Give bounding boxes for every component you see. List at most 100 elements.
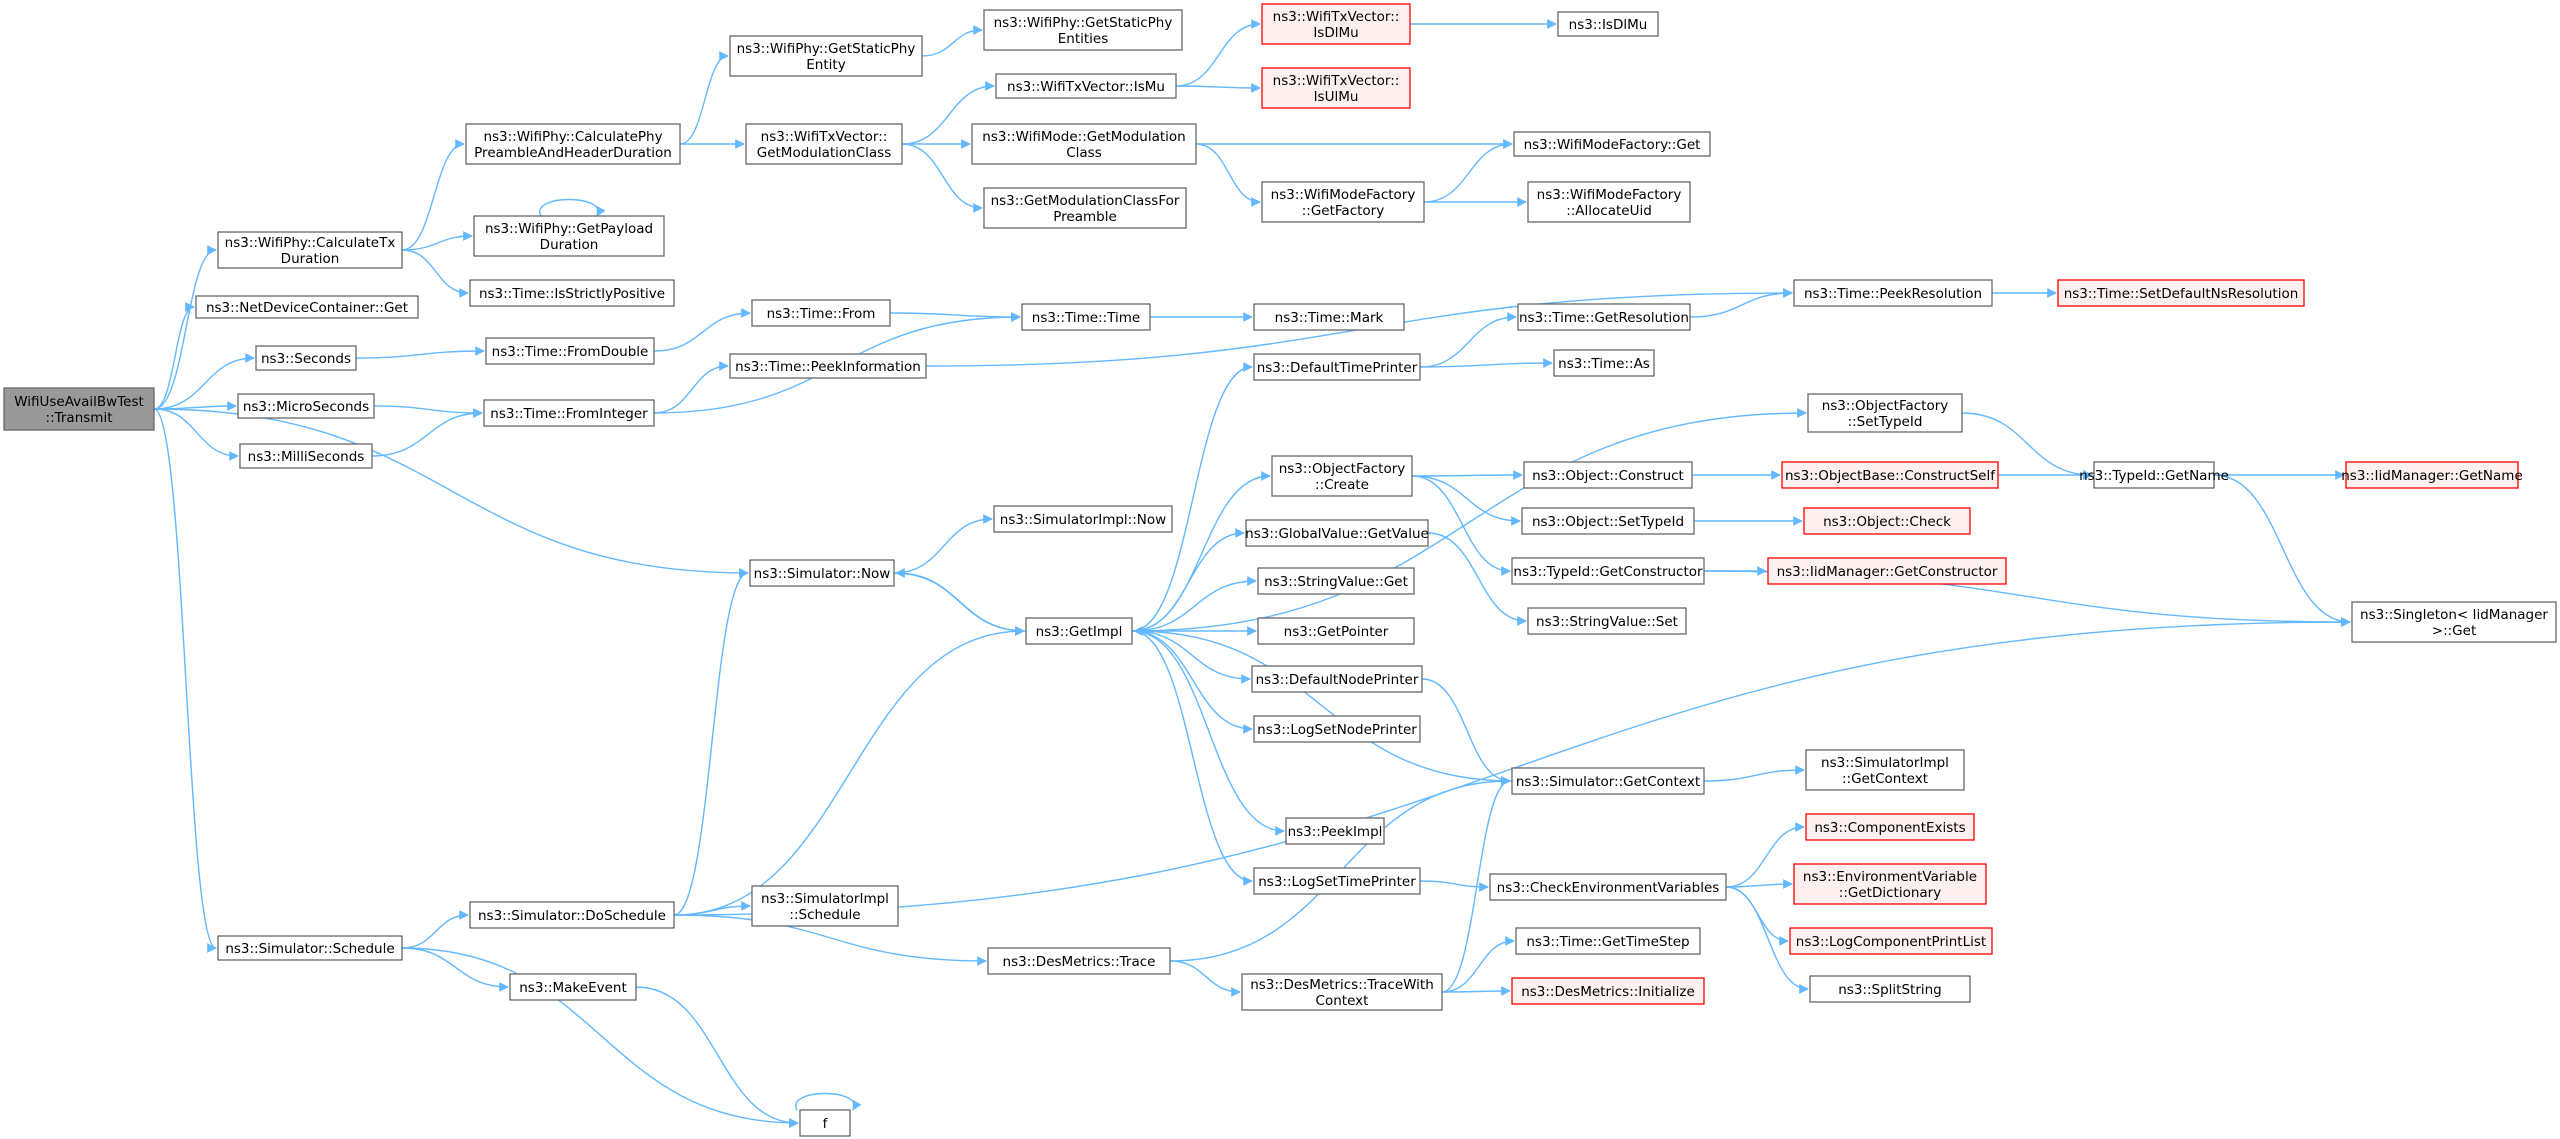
edge-defTimePr-to-timeAs <box>1419 358 1553 368</box>
node-timeMark[interactable]: ns3::Time::Mark <box>1253 303 1405 331</box>
node-objCheck[interactable]: ns3::Object::Check <box>1803 507 1971 535</box>
node-simImplGetCtx[interactable]: ns3::SimulatorImpl::GetContext <box>1805 749 1965 791</box>
node-getModClass[interactable]: ns3::WifiTxVector::GetModulationClass <box>745 123 903 165</box>
node-peekRes[interactable]: ns3::Time::PeekResolution <box>1793 279 1993 307</box>
node-getPointer[interactable]: ns3::GetPointer <box>1257 617 1415 645</box>
node-timeFrom[interactable]: ns3::Time::From <box>751 299 891 327</box>
node-modeGetMod[interactable]: ns3::WifiMode::GetModulationClass <box>971 123 1197 165</box>
node-strictly[interactable]: ns3::Time::IsStrictlyPositive <box>469 279 675 307</box>
node-fromInteger[interactable]: ns3::Time::FromInteger <box>483 399 655 427</box>
node-isDlMuV[interactable]: ns3::WifiTxVector::IsDlMu <box>1261 3 1411 45</box>
edge-staticPhy-to-staticPhies <box>921 25 983 57</box>
node-label: Entities <box>1058 31 1109 47</box>
node-box <box>485 337 655 365</box>
node-envGetDict[interactable]: ns3::EnvironmentVariable::GetDictionary <box>1793 863 1987 905</box>
node-simImplNow[interactable]: ns3::SimulatorImpl::Now <box>993 505 1173 533</box>
node-label: ns3::WifiTxVector:: <box>1273 9 1400 25</box>
node-desTrace[interactable]: ns3::DesMetrics::Trace <box>987 947 1171 975</box>
node-label: ns3::StringValue::Get <box>1264 574 1408 590</box>
node-box <box>1271 455 1413 497</box>
node-splitStr[interactable]: ns3::SplitString <box>1809 975 1971 1003</box>
node-label: ::GetFactory <box>1302 203 1384 219</box>
node-label: ns3::Simulator::DoSchedule <box>478 908 666 924</box>
edge-root-to-milli <box>153 408 239 461</box>
node-getFactory[interactable]: ns3::WifiModeFactory::GetFactory <box>1261 181 1425 223</box>
node-label: ns3::ObjectFactory <box>1279 461 1406 477</box>
node-gvGetValue[interactable]: ns3::GlobalValue::GetValue <box>1245 519 1429 547</box>
node-label: IsDlMu <box>1313 25 1358 41</box>
node-label: ns3::SimulatorImpl <box>761 891 889 907</box>
node-f[interactable]: f <box>799 1109 851 1137</box>
node-setDefNs[interactable]: ns3::Time::SetDefaultNsResolution <box>2057 279 2305 307</box>
node-svSet[interactable]: ns3::StringValue::Set <box>1527 607 1687 635</box>
node-timeAs[interactable]: ns3::Time::As <box>1553 349 1655 377</box>
node-peekImpl[interactable]: ns3::PeekImpl <box>1285 817 1385 845</box>
node-defNodePr[interactable]: ns3::DefaultNodePrinter <box>1251 665 1423 693</box>
node-seconds[interactable]: ns3::Seconds <box>255 345 357 371</box>
node-peekInfo[interactable]: ns3::Time::PeekInformation <box>729 353 927 379</box>
node-logSetNode[interactable]: ns3::LogSetNodePrinter <box>1253 715 1421 743</box>
node-ofCreate[interactable]: ns3::ObjectFactory::Create <box>1271 455 1413 497</box>
node-logSetTime[interactable]: ns3::LogSetTimePrinter <box>1253 867 1421 895</box>
node-allocUid[interactable]: ns3::WifiModeFactory::AllocateUid <box>1527 181 1691 223</box>
node-getImpl[interactable]: ns3::GetImpl <box>1025 617 1133 645</box>
node-iidGetName[interactable]: ns3::IidManager::GetName <box>2341 461 2523 489</box>
node-box <box>1257 567 1415 595</box>
edge-checkEnv-to-compExists <box>1725 822 1805 888</box>
node-makeEvent[interactable]: ns3::MakeEvent <box>509 973 637 1001</box>
node-iidGetCtor[interactable]: ns3::IidManager::GetConstructor <box>1767 557 2007 585</box>
node-box <box>1511 767 1705 795</box>
node-label: ns3::WifiModeFactory::Get <box>1524 137 1701 153</box>
node-simNow[interactable]: ns3::Simulator::Now <box>749 559 895 587</box>
edge-desTraceCtx-to-getTimeStep <box>1441 936 1515 993</box>
node-isDlMu[interactable]: ns3::IsDlMu <box>1557 11 1659 37</box>
node-label: ns3::GetPointer <box>1284 624 1389 640</box>
node-objSetType[interactable]: ns3::Object::SetTypeId <box>1521 507 1695 535</box>
node-svGet[interactable]: ns3::StringValue::Get <box>1257 567 1415 595</box>
node-compExists[interactable]: ns3::ComponentExists <box>1805 813 1975 841</box>
node-micro[interactable]: ns3::MicroSeconds <box>237 393 375 419</box>
node-label: ns3::IsDlMu <box>1569 17 1648 33</box>
node-desInit[interactable]: ns3::DesMetrics::Initialize <box>1511 977 1705 1005</box>
node-schedule[interactable]: ns3::Simulator::Schedule <box>217 935 403 961</box>
node-isMu[interactable]: ns3::WifiTxVector::IsMu <box>995 73 1177 99</box>
node-box <box>1527 607 1687 635</box>
node-getTimeStep[interactable]: ns3::Time::GetTimeStep <box>1515 927 1701 955</box>
node-logCompPrint[interactable]: ns3::LogComponentPrintList <box>1789 927 1993 955</box>
node-checkEnv[interactable]: ns3::CheckEnvironmentVariables <box>1489 873 1727 901</box>
node-ndcGet[interactable]: ns3::NetDeviceContainer::Get <box>195 295 419 319</box>
node-fromDouble[interactable]: ns3::Time::FromDouble <box>485 337 655 365</box>
node-simImplSched[interactable]: ns3::SimulatorImpl::Schedule <box>751 885 899 927</box>
node-label: Duration <box>540 237 599 253</box>
node-timeTime[interactable]: ns3::Time::Time <box>1021 303 1151 331</box>
node-calcPre[interactable]: ns3::WifiPhy::CalculatePhyPreambleAndHea… <box>465 123 681 165</box>
edge-ofSetType-to-typeGetName <box>1961 412 2093 480</box>
node-getRes[interactable]: ns3::Time::GetResolution <box>1517 303 1691 331</box>
node-objConstruct[interactable]: ns3::Object::Construct <box>1523 461 1693 489</box>
node-singleton[interactable]: ns3::Singleton< IidManager>::Get <box>2351 601 2557 643</box>
node-simGetCtx[interactable]: ns3::Simulator::GetContext <box>1511 767 1705 795</box>
node-milli[interactable]: ns3::MilliSeconds <box>239 443 373 469</box>
node-doSchedule[interactable]: ns3::Simulator::DoSchedule <box>469 901 675 929</box>
node-isUlMuV[interactable]: ns3::WifiTxVector::IsUlMu <box>1261 67 1411 109</box>
node-label: ns3::GetImpl <box>1036 624 1123 640</box>
node-box <box>983 187 1187 229</box>
node-getCtor[interactable]: ns3::TypeId::GetConstructor <box>1511 557 1705 585</box>
node-root[interactable]: WifiUseAvailBwTest::Transmit <box>3 387 155 431</box>
node-ofSetType[interactable]: ns3::ObjectFactory::SetTypeId <box>1807 393 1963 433</box>
edge-gvGetValue-to-svSet <box>1427 532 1527 626</box>
node-box <box>1261 3 1411 45</box>
node-box <box>1803 507 1971 535</box>
node-defTimePr[interactable]: ns3::DefaultTimePrinter <box>1253 353 1421 381</box>
node-typeGetName[interactable]: ns3::TypeId::GetName <box>2079 461 2229 489</box>
node-constructSelf[interactable]: ns3::ObjectBase::ConstructSelf <box>1781 461 1999 489</box>
node-modeFactGet[interactable]: ns3::WifiModeFactory::Get <box>1513 131 1711 157</box>
node-box <box>1793 863 1987 905</box>
